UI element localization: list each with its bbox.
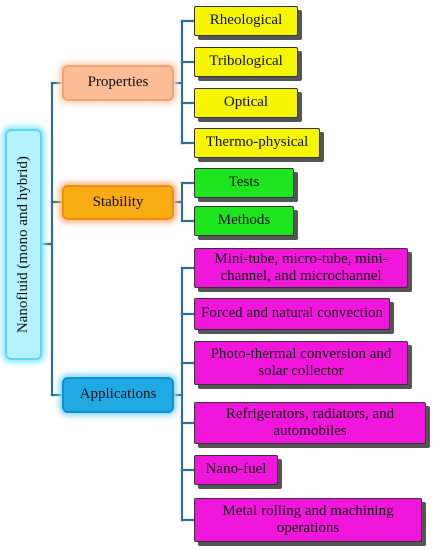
connector-properties-trunk — [172, 19, 184, 145]
leaf-label: Nano-fuel — [205, 461, 267, 478]
leaf-methods: Methods — [194, 206, 294, 236]
leaf-channels: Mini-tube, micro-tube, mini-channel, and… — [194, 248, 408, 288]
connector-applications-trunk — [172, 266, 184, 522]
leaf-label: Forced and natural convection — [201, 305, 384, 322]
branch-stability: Stability — [62, 185, 174, 220]
leaf-convection: Forced and natural convection — [194, 298, 390, 330]
leaf-label: Photo-thermal conversion and solar colle… — [210, 345, 392, 379]
leaf-solar-collector: Photo-thermal conversion and solar colle… — [194, 341, 408, 385]
connector-root-trunk — [40, 81, 54, 397]
leaf-label: Metal rolling and machining operations — [222, 502, 394, 536]
leaf-automobiles: Refrigerators, radiators, and automobile… — [194, 402, 426, 444]
leaf-label: Tests — [228, 174, 260, 191]
leaf-rheological: Rheological — [194, 6, 298, 36]
leaf-optical: Optical — [194, 88, 298, 118]
connector-stability-trunk — [172, 181, 184, 223]
root-label: Nanofluid (mono and hybrid) — [14, 155, 31, 334]
branch-properties: Properties — [62, 65, 174, 101]
leaf-tribological: Tribological — [194, 47, 298, 77]
leaf-nano-fuel: Nano-fuel — [194, 455, 278, 485]
branch-stability-label: Stability — [92, 193, 144, 210]
leaf-tests: Tests — [194, 168, 294, 198]
leaf-label: Rheological — [209, 12, 283, 29]
branch-applications: Applications — [62, 377, 174, 413]
leaf-label: Mini-tube, micro-tube, mini-channel, and… — [214, 250, 388, 284]
leaf-label: Thermo-physical — [205, 134, 309, 151]
leaf-label: Refrigerators, radiators, and automobile… — [225, 405, 395, 439]
leaf-label: Methods — [217, 212, 271, 229]
leaf-label: Optical — [223, 94, 269, 111]
leaf-thermo-physical: Thermo-physical — [194, 128, 320, 158]
branch-applications-label: Applications — [79, 386, 157, 403]
leaf-machining: Metal rolling and machining operations — [194, 498, 422, 542]
branch-properties-label: Properties — [87, 74, 149, 91]
root-node: Nanofluid (mono and hybrid) — [5, 129, 42, 360]
leaf-label: Tribological — [209, 53, 283, 70]
